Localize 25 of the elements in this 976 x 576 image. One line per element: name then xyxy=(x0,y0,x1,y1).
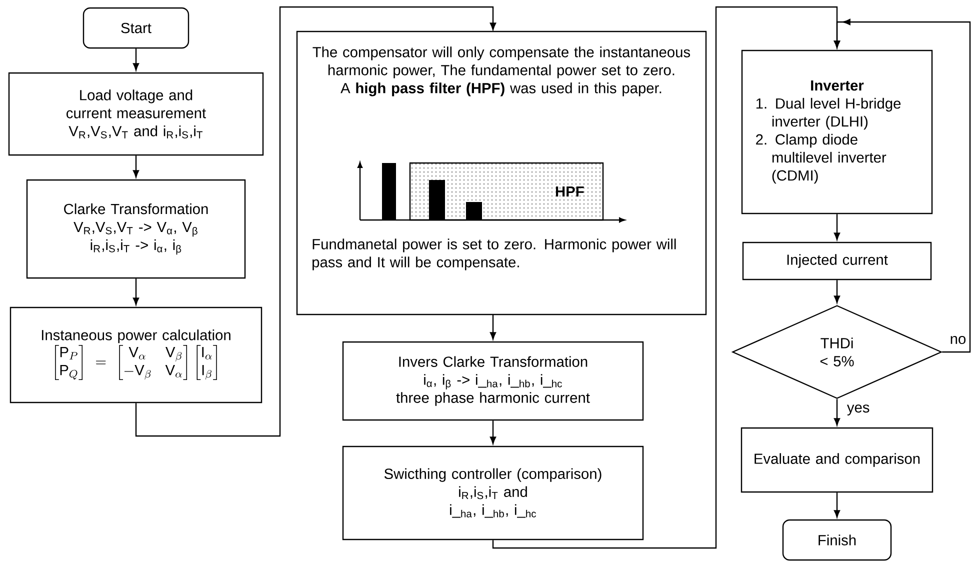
arrow xyxy=(135,6,496,437)
process-box: Inverter 1. Dual level H-bridge inverter (DLHI) 2. Clamp diode multilevel inverter (CDMI) xyxy=(741,50,933,214)
arrow xyxy=(834,399,840,426)
arrow xyxy=(834,18,971,353)
arrow xyxy=(132,48,140,71)
terminal-box: Start xyxy=(82,7,190,49)
arrow xyxy=(834,280,840,304)
process-box: Clarke Transformation V$_{R}$,V$_{S}$,V$_{T}$ -> V$_{α}$, V$_{β}$ i$_{R}$,i$_{S}$,i$_{T}$ -> i$_{α}$, i$_{β}$ xyxy=(26,179,246,279)
process-box: Swicthing controller (comparison) i$_{R}$,i$_{S}$,i$_{T}$ and i_$_{ha}$, i_$_{hb}$, i_$_{hc}$ xyxy=(342,446,644,540)
arrow xyxy=(132,278,140,306)
arrow xyxy=(490,420,496,444)
process-box: Evaluate and comparison xyxy=(740,427,934,493)
arrow xyxy=(132,156,140,178)
process-box: Injected current xyxy=(742,242,932,280)
edge-label: no xyxy=(948,334,968,346)
arrow xyxy=(834,214,840,240)
dotted-box: HPF xyxy=(409,162,604,221)
arrow xyxy=(490,315,496,340)
process-box: Load voltage and current measurement V$_{R}$,V$_{S}$,V$_{T}$ and i$_{R}$,i$_{S}$,i$_{T}$ xyxy=(8,72,264,156)
process-box: Invers Clarke Transformation i$_{α}$, i$_{β}$ -> i_$_{ha}$, i_$_{hb}$, i_$_{hc}$ three phase harmonic current xyxy=(342,341,644,421)
edge-label: yes xyxy=(846,403,872,417)
process-box: Instaneous power calculation $\begin{bmatrix}\mathrm{P}_P\\ \mathrm{P}_Q\end{bmatrix}=\begin{bmatrix}\mathrm{V}_\alpha & \mathrm{V}_\beta\\ -\mathrm{V}_\beta & \mathrm{V}_\alpha\end{bmatrix}\begin{bmatrix}\mathrm{I}_\alpha\\ \mathrm{I}_\beta\end{bmatrix}$ xyxy=(10,306,262,404)
terminal-box: Finish xyxy=(782,519,892,561)
arrow xyxy=(834,492,840,518)
arrow xyxy=(492,6,840,549)
